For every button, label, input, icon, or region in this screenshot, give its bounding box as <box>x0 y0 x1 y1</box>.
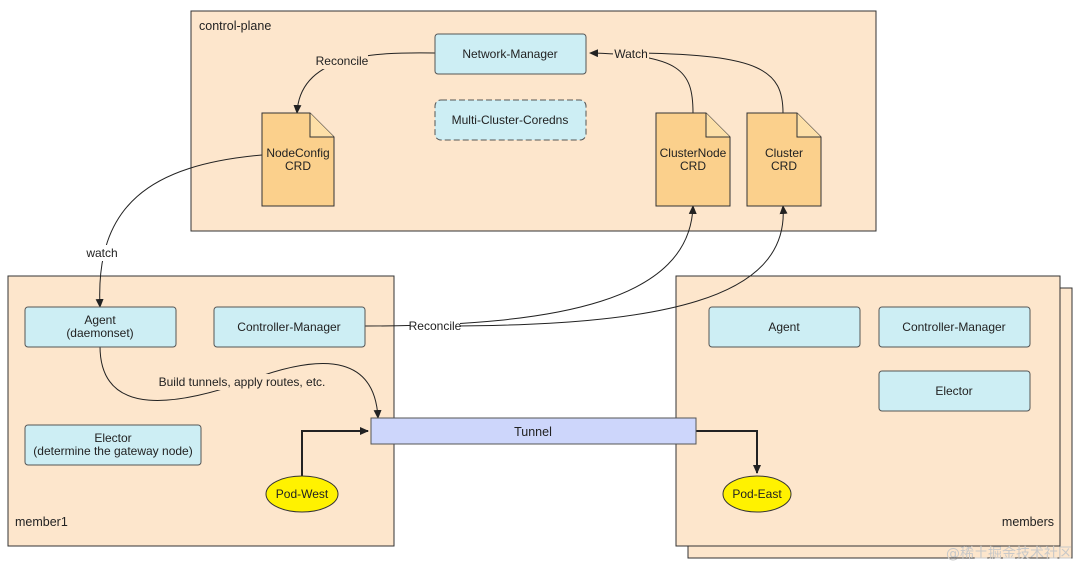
members-label: members <box>1002 515 1054 529</box>
multi-cluster-coredns-node[interactable]: Multi-Cluster-Coredns <box>434 99 587 141</box>
nodeconfig-crd-node[interactable]: NodeConfig CRD <box>261 112 335 207</box>
controller-manager-ms-node[interactable]: Controller-Manager <box>878 306 1031 348</box>
controller-manager-m1-label: Controller-Manager <box>237 320 340 334</box>
nodeconfig-crd-line1: NodeConfig <box>266 146 329 160</box>
network-manager-node[interactable]: Network-Manager <box>434 33 587 75</box>
agent-ms-label: Agent <box>768 320 800 334</box>
edge-podwest-tunnel <box>301 427 369 478</box>
pod-west-label: Pod-West <box>276 487 329 501</box>
edge-watch-left <box>95 154 263 308</box>
cluster-crd-line1: Cluster <box>765 146 803 160</box>
pod-east-node[interactable]: Pod-East <box>722 475 792 513</box>
member1-label: member1 <box>15 515 68 529</box>
multi-cluster-coredns-label: Multi-Cluster-Coredns <box>452 113 569 127</box>
agent-m1-node[interactable]: Agent (daemonset) <box>24 306 177 348</box>
edge-watch-cluster <box>639 52 784 114</box>
clusternode-crd-line2: CRD <box>680 159 706 173</box>
agent-m1-line2: (daemonset) <box>66 326 133 340</box>
tunnel-label: Tunnel <box>514 425 552 439</box>
elector-m1-line1: Elector <box>94 431 131 445</box>
agent-ms-node[interactable]: Agent <box>708 306 861 348</box>
edge-reconcile-cluster <box>439 205 788 327</box>
control-plane-label: control-plane <box>199 19 271 33</box>
tunnel-node[interactable]: Tunnel <box>370 417 697 445</box>
reconcile-mid-label: Reconcile <box>409 319 462 333</box>
cluster-crd-node[interactable]: Cluster CRD <box>746 112 822 207</box>
clusternode-crd-line1: ClusterNode <box>660 146 727 160</box>
elector-ms-label: Elector <box>935 384 972 398</box>
pod-east-label: Pod-East <box>732 487 782 501</box>
pod-west-node[interactable]: Pod-West <box>265 475 339 513</box>
elector-m1-node[interactable]: Elector (determine the gateway node) <box>24 424 202 466</box>
watch-top-label: Watch <box>614 47 648 61</box>
nodeconfig-crd-line2: CRD <box>285 159 311 173</box>
edge-tunnel-podeast <box>696 430 761 474</box>
network-manager-label: Network-Manager <box>462 47 557 61</box>
watch-left-label: watch <box>85 246 117 260</box>
pod-connectors <box>301 427 761 478</box>
controller-manager-ms-label: Controller-Manager <box>902 320 1005 334</box>
build-tunnels-label: Build tunnels, apply routes, etc. <box>159 375 326 389</box>
controller-manager-m1-node[interactable]: Controller-Manager <box>213 306 366 348</box>
watermark-text: @稀土掘金技术社区 <box>946 546 1072 562</box>
elector-m1-line2: (determine the gateway node) <box>33 444 192 458</box>
edge-labels: Reconcile Watch watch Reconcile Build tu… <box>84 46 649 390</box>
agent-m1-line1: Agent <box>84 313 116 327</box>
elector-ms-node[interactable]: Elector <box>878 370 1031 412</box>
cluster-crd-line2: CRD <box>771 159 797 173</box>
reconcile-top-label: Reconcile <box>316 54 369 68</box>
clusternode-crd-node[interactable]: ClusterNode CRD <box>655 112 731 207</box>
